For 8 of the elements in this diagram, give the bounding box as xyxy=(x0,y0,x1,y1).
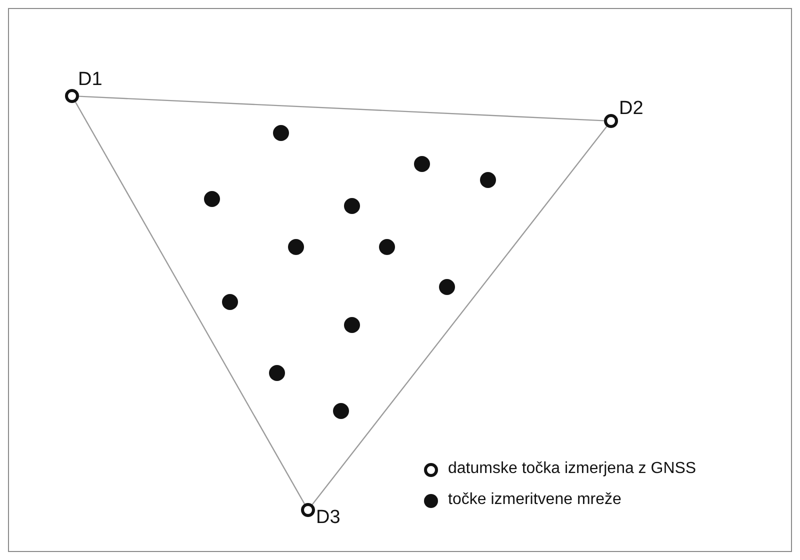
legend-label: točke izmeritvene mreže xyxy=(448,492,622,508)
connecting-line xyxy=(74,102,306,504)
point-label: D3 xyxy=(316,508,340,527)
connecting-line xyxy=(312,126,608,505)
connecting-line xyxy=(78,96,604,122)
point-label: D2 xyxy=(619,99,644,118)
legend-label: datumske točka izmerjena z GNSS xyxy=(448,461,696,477)
point-label: D1 xyxy=(78,70,102,89)
